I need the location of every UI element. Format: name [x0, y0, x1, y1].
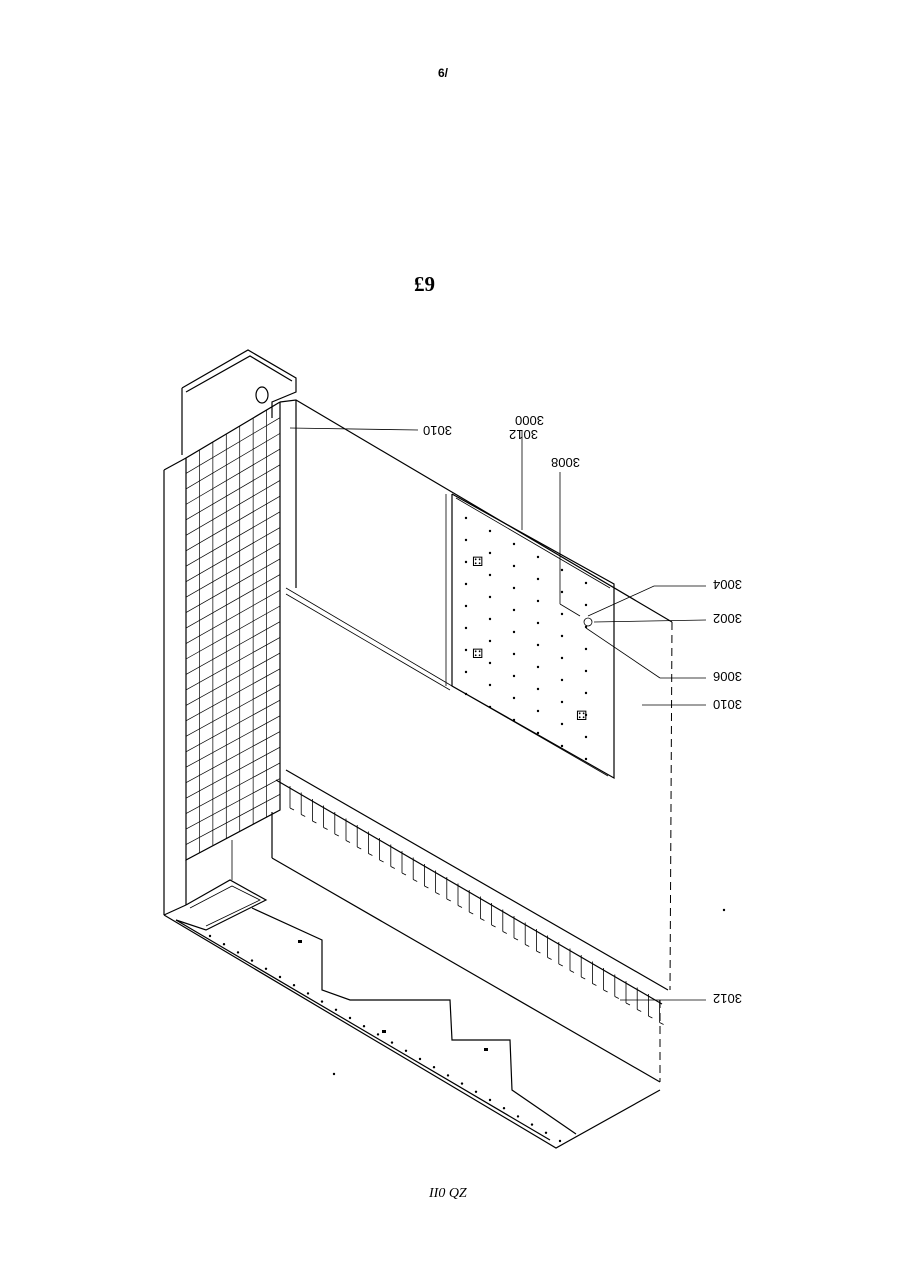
- leader-lines: [290, 428, 706, 1000]
- ref-label-3002: 3002: [713, 611, 742, 626]
- ref-label-3006: 3006: [713, 669, 742, 684]
- ref-label-3000: 3000: [515, 413, 544, 428]
- ref-label-3004: 3004: [713, 577, 742, 592]
- svg-text:⚃: ⚃: [472, 646, 483, 661]
- ref-label-3010-right: 3010: [713, 697, 742, 712]
- fin-row: [290, 786, 664, 1025]
- inset-plate: ⚃ ⚃ ⚃: [446, 494, 614, 778]
- ref-label-3008: 3008: [551, 455, 580, 470]
- side-panel: [276, 400, 672, 1004]
- dashed-guides: [660, 622, 672, 1082]
- base-tray: [164, 812, 725, 1148]
- mesh-panel: [164, 402, 280, 915]
- footer-code: II0 QZ: [429, 1186, 467, 1202]
- ref-label-3012-top: 3012: [509, 427, 538, 442]
- svg-text:⚃: ⚃: [576, 708, 587, 723]
- svg-text:⚃: ⚃: [472, 554, 483, 569]
- ref-label-3010-top: 3010: [423, 423, 452, 438]
- ref-label-3012-bottom: 3012: [713, 991, 742, 1006]
